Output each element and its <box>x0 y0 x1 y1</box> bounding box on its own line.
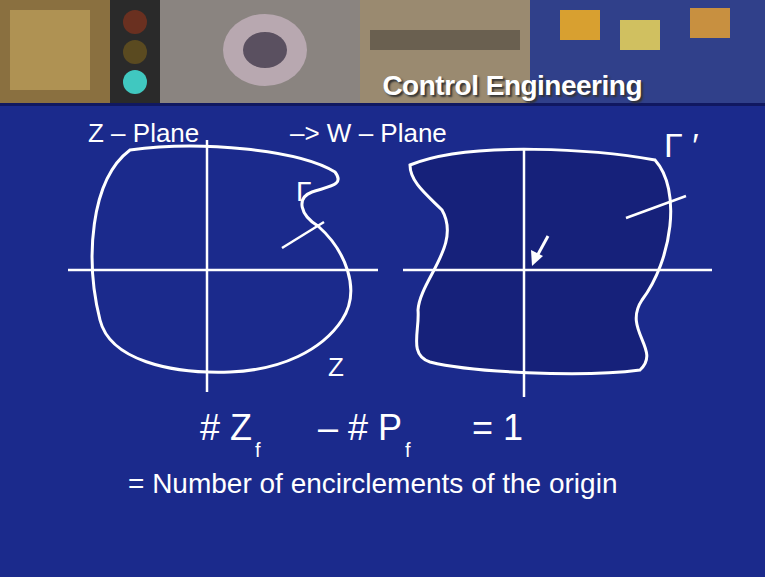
plane-label: Z – Plane <box>88 120 199 146</box>
real-axis <box>403 269 712 272</box>
equation-term: – # P <box>318 410 402 446</box>
subscript: f <box>255 440 261 460</box>
lamp <box>123 70 147 94</box>
banner-photo <box>0 0 110 105</box>
banner-edge <box>0 103 765 106</box>
imag-axis <box>523 148 526 397</box>
contour-w <box>410 149 671 373</box>
contour-label: Z <box>328 354 344 380</box>
banner <box>0 0 765 105</box>
lens <box>223 14 307 86</box>
lamp <box>123 10 147 34</box>
caption-line: = Number of encirclements of the origin <box>128 470 617 498</box>
banner-photo <box>160 0 360 105</box>
component <box>560 10 600 40</box>
traffic-light <box>110 0 160 105</box>
subscript: f <box>405 440 411 460</box>
lamp <box>123 40 147 64</box>
component <box>690 8 730 38</box>
contour-label: Γ ′ <box>664 128 699 162</box>
contour-label: Γ <box>296 178 311 206</box>
equation-term: # Z <box>200 410 252 446</box>
machine <box>370 30 520 50</box>
banner-photo <box>10 10 90 90</box>
contour-z <box>92 146 351 372</box>
equation-term: = 1 <box>472 410 523 446</box>
arrowhead <box>531 250 543 266</box>
real-axis <box>68 269 378 272</box>
banner-title: Control Engineering <box>382 72 642 100</box>
leader-line <box>626 196 686 218</box>
plane-label: –> W – Plane <box>290 120 447 146</box>
component <box>620 20 660 50</box>
leader-line <box>282 222 324 248</box>
imag-axis <box>206 140 209 392</box>
lens <box>243 32 287 68</box>
